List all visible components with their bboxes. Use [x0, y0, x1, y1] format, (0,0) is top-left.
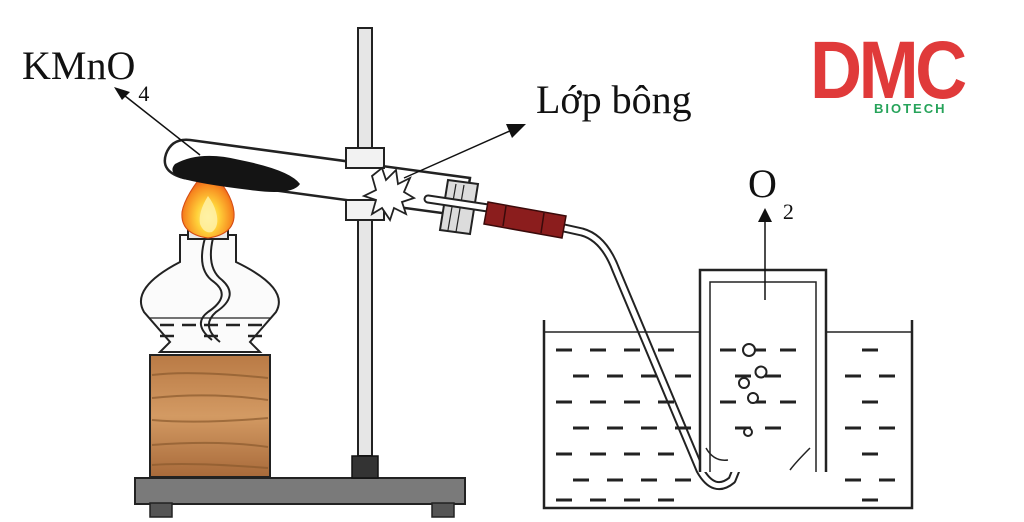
rubber-connector: [483, 201, 567, 239]
cotton-layer: [361, 166, 417, 223]
stand-rod: [351, 27, 379, 479]
stand-base: [134, 477, 466, 518]
dmc-biotech-logo: DMC BIOTECH: [810, 30, 978, 116]
gas-formula: O: [748, 161, 777, 206]
oxygen-bubbles: [738, 343, 768, 437]
reagent-label: KMnO4: [22, 43, 149, 105]
alcohol-lamp: [139, 224, 280, 353]
gas-label: O2: [748, 161, 794, 223]
arrows: [114, 87, 772, 300]
reagent-subscript: 4: [138, 81, 150, 106]
logo-main-text: DMC: [810, 25, 967, 116]
logo-sub-text: BIOTECH: [874, 101, 947, 116]
wooden-block: [149, 354, 271, 478]
gas-subscript: 2: [782, 199, 794, 224]
reagent-formula: KMnO: [22, 43, 136, 88]
cotton-label: Lớp bông: [536, 77, 692, 122]
delivery-tube: [423, 194, 753, 491]
